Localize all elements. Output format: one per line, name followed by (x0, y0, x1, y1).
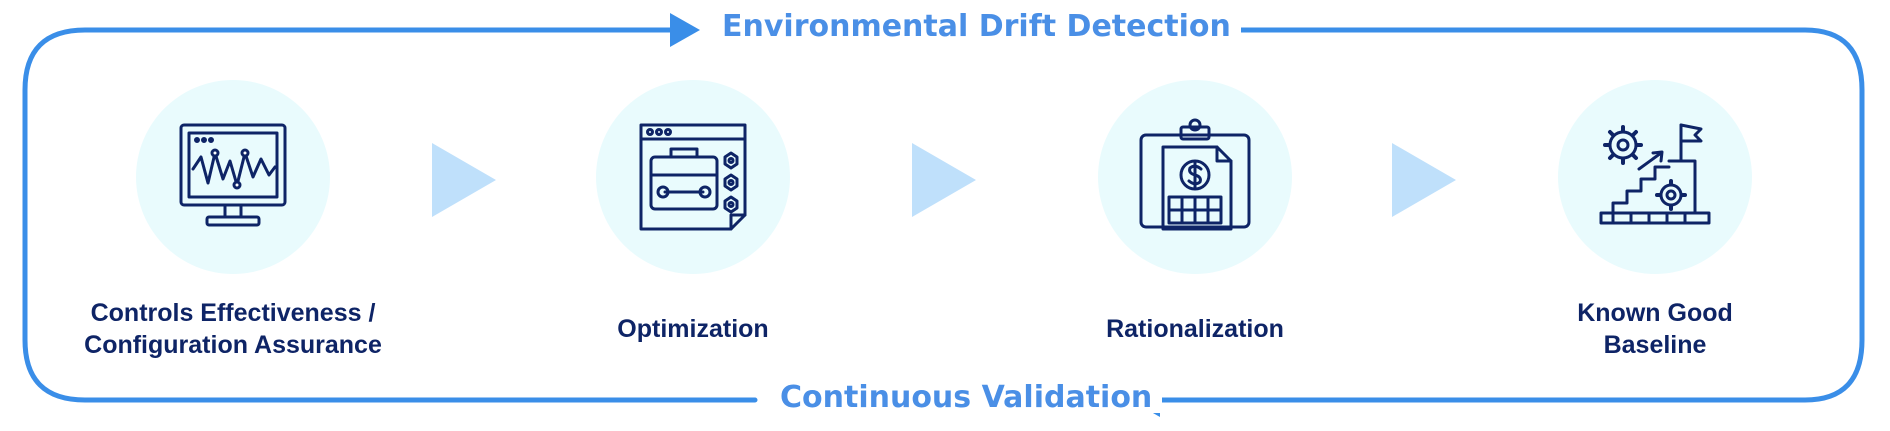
stage-label: Known Good Baseline (1577, 284, 1733, 374)
label-line-1: Known Good (1577, 298, 1733, 327)
label-line-2: Baseline (1603, 331, 1707, 359)
environmental-drift-detection-label: Environmental Drift Detection (712, 12, 1241, 42)
chevron-right-icon (912, 143, 976, 217)
chevron-right-icon (432, 143, 496, 217)
label-line-1: Rationalization (1106, 314, 1284, 343)
icon-circle (596, 80, 790, 274)
icon-circle (1098, 80, 1292, 274)
clipboard-dollar-icon (1139, 118, 1251, 231)
icon-circle (1558, 80, 1752, 274)
stage-optimization: Optimization (503, 80, 883, 374)
loop-outline (22, 27, 1865, 403)
gears-stairs-flag-icon (1599, 123, 1711, 225)
stage-label: Controls Effectiveness / Configuration A… (84, 284, 382, 374)
top-arrowhead (670, 13, 700, 47)
label-line-1: Optimization (617, 314, 769, 343)
label-line-2: Configuration Assurance (84, 331, 382, 359)
icon-circle (136, 80, 330, 274)
continuous-validation-label: Continuous Validation (770, 383, 1163, 413)
stage-label: Optimization (617, 284, 768, 374)
stage-rationalization: Rationalization (1005, 80, 1385, 374)
monitor-waveform-icon (179, 123, 287, 227)
label-line-1: Controls Effectiveness / (90, 298, 376, 327)
stage-known-good-baseline: Known Good Baseline (1465, 80, 1845, 374)
toolbox-window-icon (639, 123, 747, 231)
stage-controls-effectiveness: Controls Effectiveness / Configuration A… (43, 80, 423, 374)
chevron-right-icon (1392, 143, 1456, 217)
stage-label: Rationalization (1106, 284, 1284, 374)
